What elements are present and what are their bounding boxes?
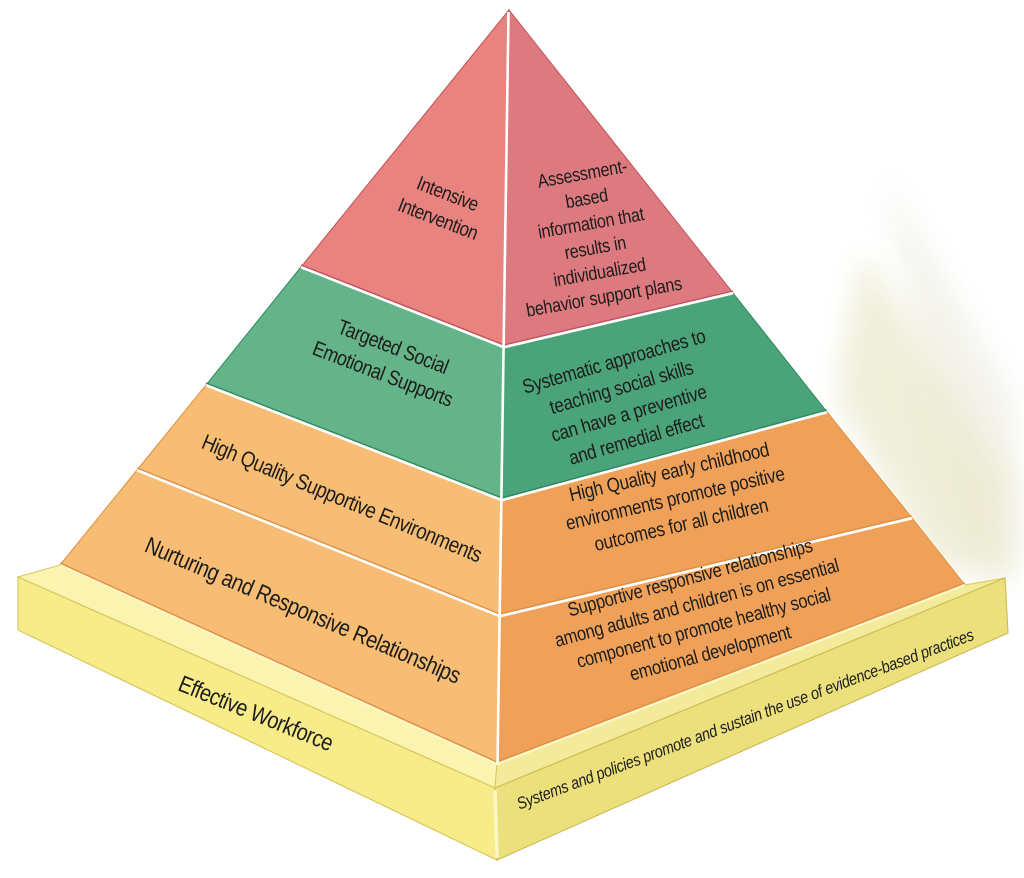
background-glow [836, 252, 1012, 585]
base-front-corner-highlight [493, 789, 499, 859]
text-systematic-approaches: Systematic approaches toteaching social … [520, 324, 731, 476]
pyramid-front-edge-highlight [496, 11, 510, 764]
divider-pyramid-base [59, 563, 966, 766]
